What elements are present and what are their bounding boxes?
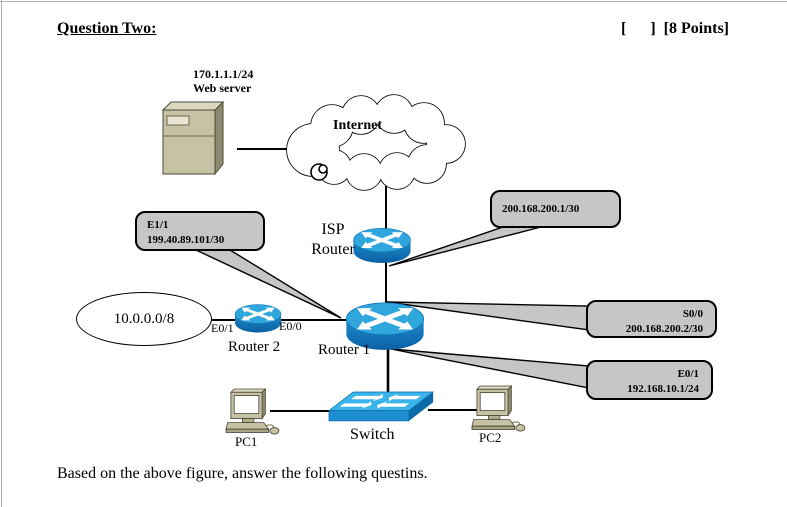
callout-e0-1: E0/1 192.168.10.1/24	[586, 360, 713, 400]
pc1-label: PC1	[235, 434, 258, 449]
switch-icon	[328, 391, 434, 422]
router2-label: Router 2	[228, 339, 281, 355]
router2-icon	[235, 305, 281, 333]
callout-e1-1-iface: E1/1	[147, 219, 169, 231]
callout-isp-wan: 200.168.200.1/30	[490, 190, 621, 228]
internet-cloud-icon	[286, 94, 466, 191]
cloud-swirl-icon	[310, 163, 328, 181]
question-title: Question Two:	[57, 20, 157, 37]
network-oval: 10.0.0.0/8	[76, 292, 212, 346]
web-server-icon	[162, 101, 224, 175]
footer-instruction: Based on the above figure, answer the fo…	[57, 465, 428, 482]
callout-s0-0: S0/0 200.168.200.2/30	[586, 300, 717, 338]
callout-isp-wan-ip: 200.168.200.1/30	[502, 203, 580, 215]
points-label: [ ] [8 Points]	[621, 20, 729, 37]
pc2-icon	[471, 385, 526, 432]
page-left-border	[1, 0, 2, 507]
callout-tail-isp-wan	[388, 226, 542, 267]
callout-s0-0-ip: 200.168.200.2/30	[625, 323, 703, 335]
internet-label: Internet	[333, 118, 382, 133]
callout-e1-1-ip: 199.40.89.101/30	[147, 234, 225, 246]
callout-e0-1-ip: 192.168.10.1/24	[627, 383, 699, 395]
web-server-name-label: Web server	[193, 81, 252, 95]
interface-label-e0-0: E0/0	[279, 319, 302, 333]
router1-label: Router 1	[318, 342, 371, 358]
callout-tail-e0-1	[390, 348, 590, 389]
callout-e0-1-iface: E0/1	[677, 368, 699, 380]
page-top-border	[0, 1, 787, 2]
callout-e1-1: E1/1 199.40.89.101/30	[135, 211, 265, 251]
switch-label: Switch	[350, 426, 395, 443]
pc2-label: PC2	[479, 430, 502, 445]
isp-router-label: ISP Router	[311, 221, 355, 258]
interface-label-e0-1: E0/1	[211, 321, 234, 335]
network-oval-label: 10.0.0.0/8	[113, 310, 175, 327]
web-server-ip-label: 170.1.1.1/24	[193, 67, 254, 81]
callout-s0-0-iface: S0/0	[682, 308, 703, 320]
